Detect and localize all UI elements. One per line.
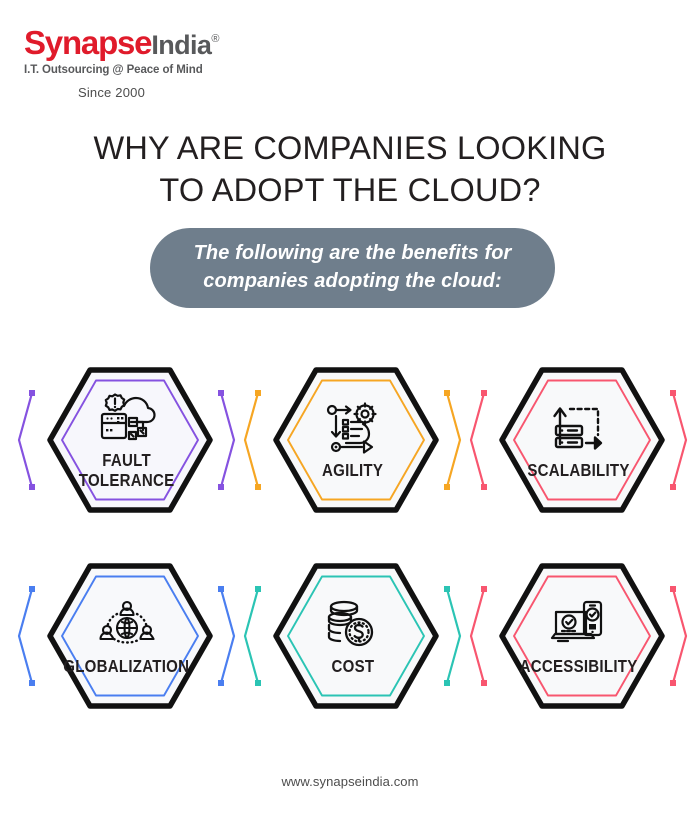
hexagon-side-accent-left — [17, 586, 35, 686]
hexagon-inner-border — [513, 379, 651, 501]
benefit-hexagon-agility[interactable]: AGILITY — [236, 343, 469, 538]
hexagon-side-accent-left — [243, 586, 261, 686]
subtitle-line-2: companies adopting the cloud: — [203, 270, 502, 292]
hexagon-outer-border — [499, 563, 665, 709]
footer-website: www.synapseindia.com — [281, 774, 419, 789]
hexagon-outer-border — [47, 563, 213, 709]
hexagon-side-accent-right — [444, 390, 462, 490]
subtitle-line-1: The following are the benefits for — [193, 242, 512, 265]
logo-synapse-text: Synapse — [24, 24, 153, 61]
brand-logo: SynapseIndia® I.T. Outsourcing @ Peace o… — [24, 26, 264, 100]
hexagon-side-accent-left — [469, 586, 487, 686]
benefit-hexagon-globalization[interactable]: GLOBALIZATION — [10, 539, 243, 734]
brand-since: Since 2000 — [77, 85, 146, 100]
hexagon-side-accent-right — [444, 586, 462, 686]
hexagon-outer-border — [499, 367, 665, 513]
logo-india-text: India — [151, 30, 212, 60]
hexagon-inner-border — [61, 379, 199, 501]
benefit-hexagon-cost[interactable]: COST — [236, 539, 469, 734]
logo-wordmark: SynapseIndia® — [24, 26, 264, 59]
hexagon-side-accent-left — [243, 390, 261, 490]
hexagon-outer-border — [273, 367, 439, 513]
hexagon-inner-border — [61, 575, 199, 697]
hexagon-inner-border — [287, 575, 425, 697]
hexagon-outer-border — [47, 367, 213, 513]
registered-trademark-icon: ® — [211, 33, 219, 45]
hexagon-inner-border — [287, 379, 425, 501]
page-title-line-2: TO ADOPT THE CLOUD? — [159, 171, 541, 208]
hexagon-side-accent-right — [218, 586, 236, 686]
hexagon-side-accent-right — [218, 390, 236, 490]
brand-tagline: I.T. Outsourcing @ Peace of Mind — [24, 64, 203, 76]
hexagon-side-accent-right — [670, 390, 688, 490]
hexagon-side-accent-right — [670, 586, 688, 686]
hexagon-side-accent-left — [469, 390, 487, 490]
benefit-hexagon-accessibility[interactable]: ACCESSIBILITY — [462, 539, 695, 734]
hexagon-outer-border — [273, 563, 439, 709]
page-title: WHY ARE COMPANIES LOOKING TO ADOPT THE C… — [0, 128, 700, 211]
page-title-line-1: WHY ARE COMPANIES LOOKING — [93, 130, 607, 166]
subtitle-pill: The following are the benefits for compa… — [150, 228, 555, 308]
hexagon-inner-border — [513, 575, 651, 697]
benefit-hexagon-scalability[interactable]: SCALABILITY — [462, 343, 695, 538]
hexagon-side-accent-left — [17, 390, 35, 490]
